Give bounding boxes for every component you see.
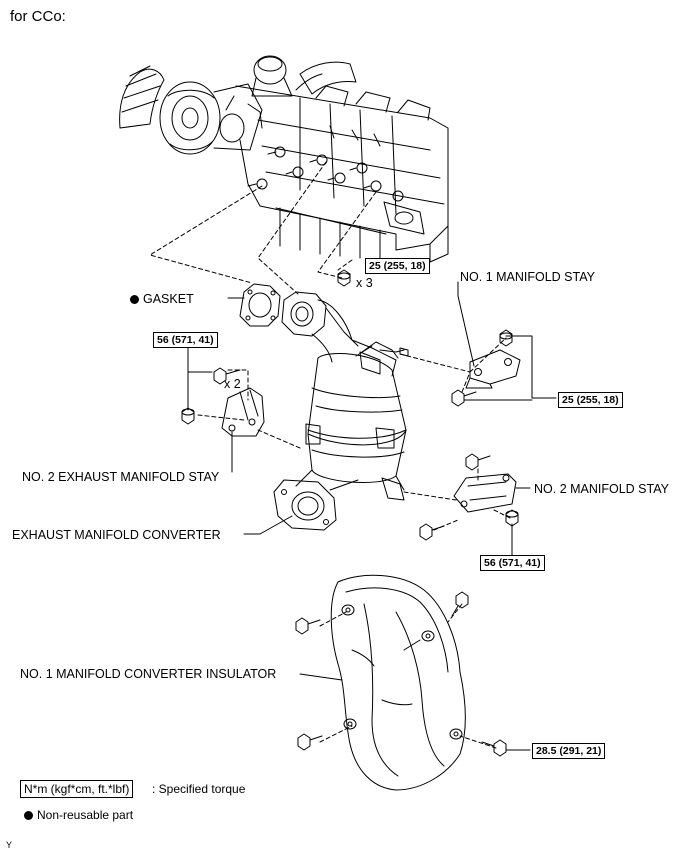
no1-manifold-stay-part — [465, 349, 521, 389]
assembly-guide-lines — [149, 161, 511, 749]
non-reusable-dot-icon — [130, 295, 139, 305]
engine-turbo-assembly — [119, 55, 449, 263]
multiplier-nuts-top: x 3 — [356, 276, 373, 290]
stay2-bolt — [505, 509, 519, 527]
no2-manifold-stay-part — [453, 473, 517, 513]
stay1-bolt — [451, 389, 477, 407]
corner-mark: Y — [6, 840, 13, 850]
insulator-bolt — [295, 617, 321, 635]
torque-box-nuts-top: 25 (255, 18) — [365, 258, 430, 274]
label-gasket: GASKET — [130, 292, 194, 306]
stay2-bolt — [419, 523, 445, 541]
legend-torque-desc: : Specified torque — [152, 782, 246, 796]
non-reusable-dot-icon — [24, 811, 33, 821]
legend-torque-unit: N*m (kgf*cm, ft.*lbf) — [20, 780, 134, 798]
page-heading: for CCo: — [10, 8, 66, 25]
torque-box-stay2-exhaust: 56 (571, 41) — [153, 332, 218, 348]
multiplier-stay2-exhaust: x 2 — [224, 377, 241, 391]
torque-box-stay2: 56 (571, 41) — [480, 555, 545, 571]
label-no2-exhaust-manifold-stay: NO. 2 EXHAUST MANIFOLD STAY — [22, 470, 220, 484]
label-converter-insulator: NO. 1 MANIFOLD CONVERTER INSULATOR — [20, 667, 277, 681]
stay2-bolt — [465, 453, 491, 471]
insulator-bolt — [297, 733, 323, 751]
leader-lines — [187, 281, 557, 751]
converter-insulator-part — [330, 574, 466, 791]
no2-exhaust-manifold-stay-part — [221, 387, 265, 437]
stay2-exhaust-bolt — [213, 367, 241, 385]
insulator-bolt — [481, 739, 507, 757]
exhaust-manifold-converter-part — [273, 291, 409, 531]
label-no2-manifold-stay: NO. 2 MANIFOLD STAY — [534, 482, 669, 496]
insulator-bolt — [451, 591, 469, 617]
torque-box-stay1: 25 (255, 18) — [558, 392, 623, 408]
torque-box-insulator: 28.5 (291, 21) — [532, 743, 606, 759]
label-exhaust-manifold-converter: EXHAUST MANIFOLD CONVERTER — [12, 528, 221, 542]
gasket-part — [239, 283, 281, 327]
flange-nut — [337, 269, 351, 287]
legend-nonreusable: Non-reusable part — [24, 808, 133, 822]
label-no1-manifold-stay: NO. 1 MANIFOLD STAY — [460, 270, 595, 284]
